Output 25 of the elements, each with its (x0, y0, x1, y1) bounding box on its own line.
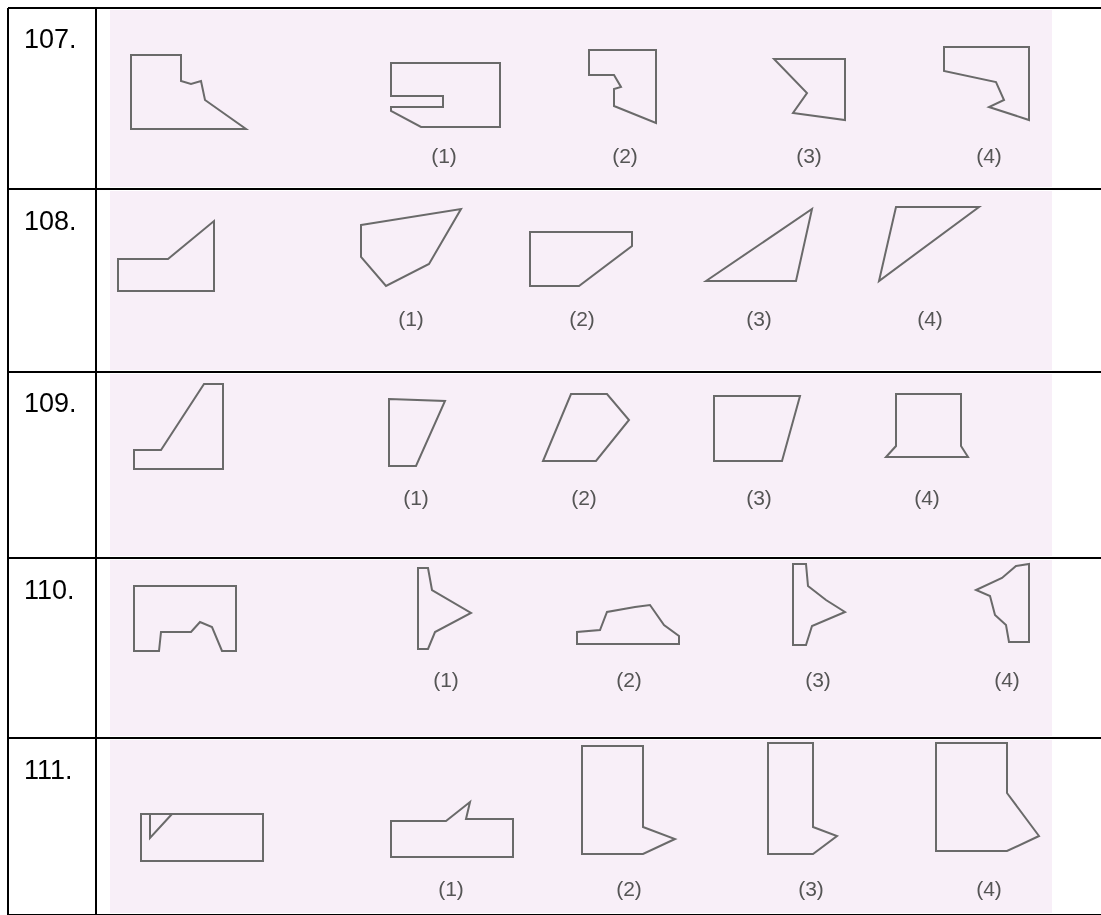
option-label: (2) (569, 308, 595, 329)
question-number: 111. (24, 757, 73, 784)
option-label: (3) (746, 308, 772, 329)
option-label: (4) (994, 669, 1020, 690)
option-label: (1) (398, 308, 424, 329)
option-label: (3) (796, 145, 822, 166)
option-label: (2) (571, 487, 597, 508)
option-label: (4) (914, 487, 940, 508)
option-label: (3) (798, 878, 824, 899)
option-label: (4) (976, 145, 1002, 166)
option-label: (2) (612, 145, 638, 166)
option-label: (4) (976, 878, 1002, 899)
question-number: 108. (24, 208, 77, 235)
option-label: (1) (431, 145, 457, 166)
question-number: 110. (24, 577, 75, 604)
option-label: (2) (616, 878, 642, 899)
option-label: (2) (616, 669, 642, 690)
question-number: 109. (24, 390, 77, 417)
question-number: 107. (24, 26, 77, 53)
option-label: (1) (433, 669, 459, 690)
option-label: (3) (805, 669, 831, 690)
option-label: (3) (746, 487, 772, 508)
option-label: (4) (917, 308, 943, 329)
option-label: (1) (438, 878, 464, 899)
option-label: (1) (403, 487, 429, 508)
